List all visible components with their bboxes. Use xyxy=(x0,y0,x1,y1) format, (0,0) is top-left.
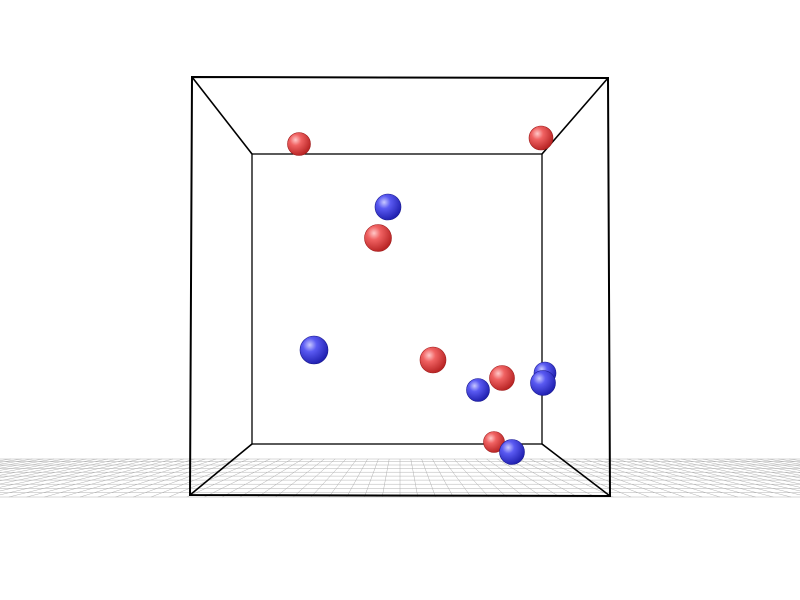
blue-particle xyxy=(374,193,402,221)
floor-grid-column xyxy=(464,458,507,498)
floor-grid-column xyxy=(605,458,738,498)
floor-grid-column xyxy=(745,458,800,469)
floor-grid-column xyxy=(204,458,282,498)
blue-particle xyxy=(299,335,329,365)
floor-grid-column xyxy=(778,458,800,463)
floor-grid-column xyxy=(97,458,217,498)
floor-grid-column xyxy=(0,458,22,463)
floor-grid-column xyxy=(432,458,454,498)
floor-grid-column xyxy=(529,458,614,498)
blue-particle xyxy=(530,370,556,396)
floor-grid-column xyxy=(0,458,141,492)
floor-grid-column xyxy=(0,458,76,474)
floor-grid-column xyxy=(0,458,109,482)
floor-grid-column xyxy=(637,458,792,498)
blue-particle xyxy=(466,378,490,402)
floor-grid-column xyxy=(735,458,800,471)
floor-grid-column xyxy=(0,458,119,485)
floor-grid-column xyxy=(115,458,228,498)
box-edge-top-left xyxy=(191,76,253,155)
floor-grid-column xyxy=(381,458,390,498)
floor-grid-column xyxy=(627,458,774,498)
floor-grid-column xyxy=(26,458,173,498)
floor-grid-column xyxy=(328,458,357,498)
floor-grid xyxy=(0,458,800,498)
floor-grid-column xyxy=(44,458,184,498)
floor-grid-column xyxy=(562,458,667,498)
floor-grid-column xyxy=(691,458,800,482)
floor-grid-column xyxy=(453,458,490,498)
simulation-box xyxy=(188,75,612,498)
box-back-face xyxy=(251,153,543,445)
red-particle xyxy=(287,132,311,156)
floor-grid-column xyxy=(702,458,800,479)
floor-grid-column xyxy=(62,458,195,498)
floor-grid-column xyxy=(79,458,206,498)
floor-grid-column xyxy=(670,458,800,488)
red-particle xyxy=(489,365,515,391)
floor-grid-column xyxy=(594,458,721,498)
floor-grid-column xyxy=(583,458,703,498)
floor-grid-column xyxy=(310,458,347,498)
floor-grid-column xyxy=(364,458,379,498)
box-edge-bottom-right xyxy=(541,443,611,497)
box-edge-top-right xyxy=(541,77,609,155)
floor-grid-column xyxy=(713,458,800,476)
floor-grid-column xyxy=(421,458,436,498)
floor-grid-column xyxy=(497,458,561,498)
floor-grid-column xyxy=(475,458,525,498)
floor-grid-column xyxy=(346,458,368,498)
floor-grid-column xyxy=(410,458,419,498)
floor-grid-column xyxy=(293,458,336,498)
floor-grid-column xyxy=(443,458,472,498)
floor-grid-column xyxy=(648,458,800,496)
floor-grid-column xyxy=(0,458,98,479)
floor-grid-column xyxy=(518,458,596,498)
floor-grid-column xyxy=(0,458,152,496)
floor-grid-column xyxy=(239,458,303,498)
floor-grid-column xyxy=(0,458,55,469)
floor-grid-column xyxy=(616,458,756,498)
floor-grid-column xyxy=(0,458,130,488)
floor-grid-column xyxy=(486,458,543,498)
floor-grid-column xyxy=(222,458,293,498)
floor-grid-column xyxy=(507,458,578,498)
box-edge-bottom-left xyxy=(189,443,253,496)
red-particle xyxy=(364,224,392,252)
floor-grid-column xyxy=(0,458,44,467)
floor-grid-column xyxy=(572,458,685,498)
floor-grid-column xyxy=(0,458,87,476)
red-particle xyxy=(528,125,554,151)
floor-grid-column xyxy=(659,458,800,492)
floor-grid-column xyxy=(8,458,163,498)
floor-grid-column xyxy=(133,458,238,498)
floor-grid-column xyxy=(168,458,260,498)
floor-grid-column xyxy=(186,458,271,498)
red-particle xyxy=(419,346,447,374)
floor-grid-column xyxy=(551,458,649,498)
floor-grid-column xyxy=(151,458,249,498)
floor-grid-column xyxy=(0,458,65,471)
floor-grid-column xyxy=(275,458,325,498)
floor-grid-column xyxy=(257,458,314,498)
particles xyxy=(287,125,557,465)
floor-grid-column xyxy=(681,458,800,485)
floor-grid-column xyxy=(756,458,800,467)
blue-particle xyxy=(499,439,525,465)
floor-grid-column xyxy=(724,458,800,474)
